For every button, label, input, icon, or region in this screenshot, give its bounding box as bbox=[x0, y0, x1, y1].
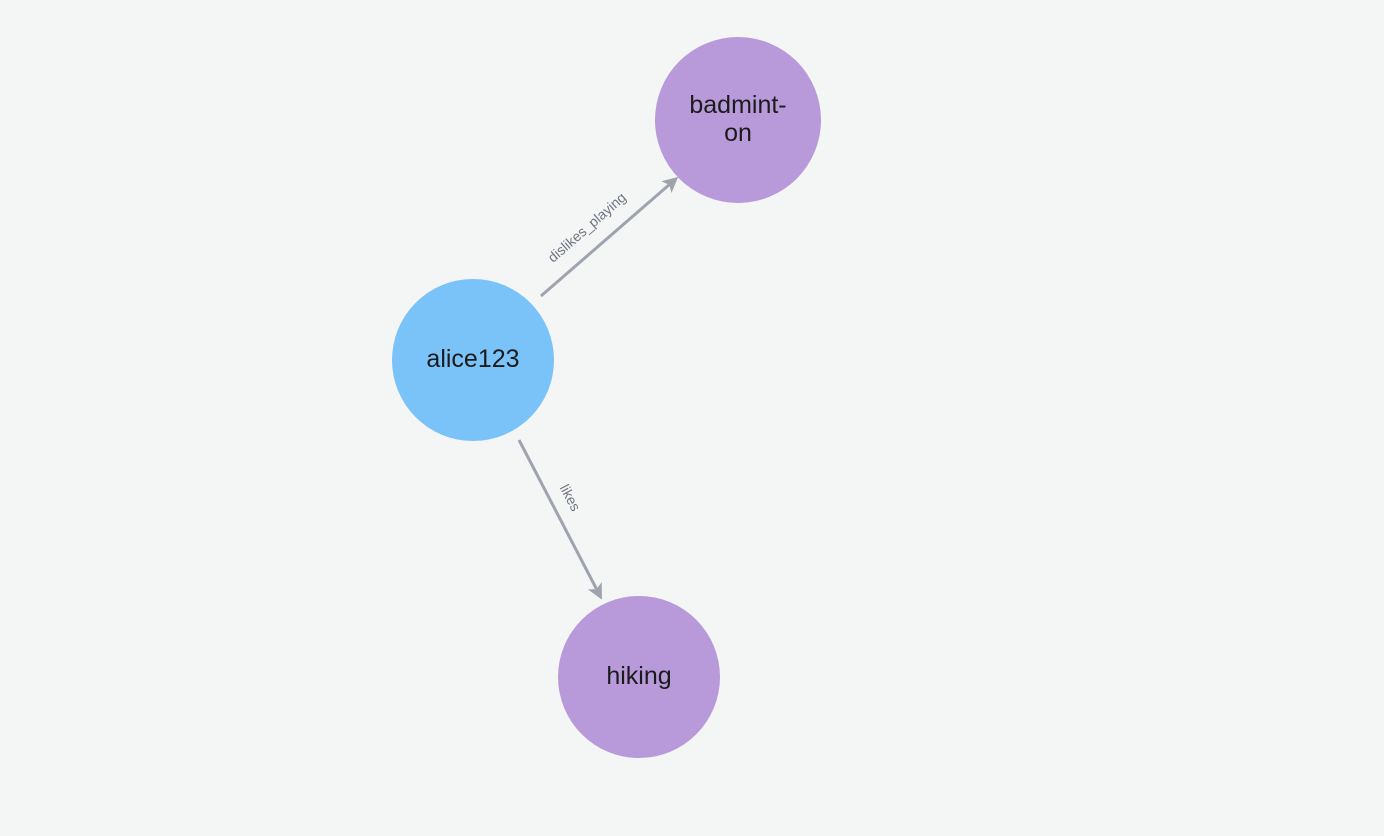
edge-label: dislikes_playing bbox=[544, 189, 629, 265]
edge-label: likes bbox=[557, 482, 584, 514]
graph-edge[interactable]: likes bbox=[517, 439, 602, 600]
node-circle[interactable] bbox=[392, 279, 554, 441]
graph-node-alice123[interactable]: alice123 bbox=[392, 279, 554, 441]
graph-node-badminton[interactable]: badmint-on bbox=[655, 37, 821, 203]
edge-line bbox=[517, 439, 602, 600]
graph-node-hiking[interactable]: hiking bbox=[558, 596, 720, 758]
node-circle[interactable] bbox=[655, 37, 821, 203]
node-circle[interactable] bbox=[558, 596, 720, 758]
edge-line bbox=[540, 176, 679, 298]
nodes-layer: alice123 badmint-on hiking bbox=[392, 37, 821, 758]
graph-edge[interactable]: dislikes_playing bbox=[540, 176, 679, 298]
